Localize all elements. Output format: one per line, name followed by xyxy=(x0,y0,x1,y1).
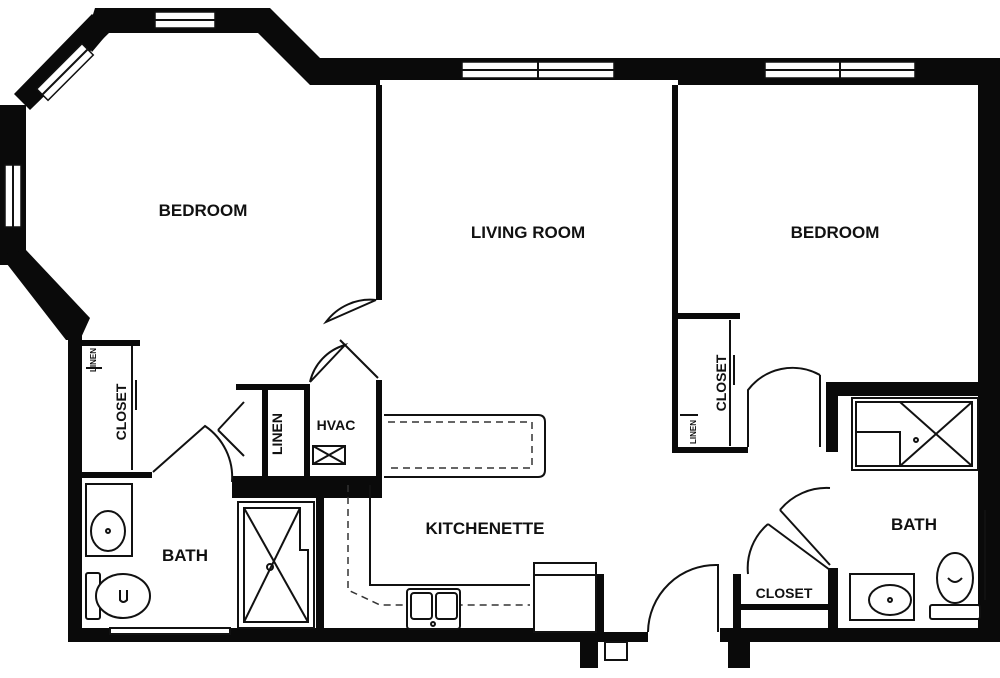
door-hall-linen xyxy=(217,401,245,457)
right-bath-sink xyxy=(849,573,915,621)
door-right-closet xyxy=(747,366,821,447)
bar-counter xyxy=(384,414,546,478)
left-bath-sink xyxy=(85,483,133,557)
room-labels: BEDROOM LIVING ROOM BEDROOM KITCHENETTE … xyxy=(89,201,937,601)
exterior-walls xyxy=(0,8,1000,668)
fixtures xyxy=(85,320,986,635)
door-bath-closet xyxy=(746,523,831,575)
bedroom-right-label: BEDROOM xyxy=(791,223,880,242)
door-entry xyxy=(647,563,719,633)
living-room-label: LIVING ROOM xyxy=(471,223,585,242)
right-bath-shower xyxy=(851,397,979,471)
linen-right-small-label: LINEN xyxy=(689,420,698,444)
windows xyxy=(4,11,916,228)
hvac-label: HVAC xyxy=(317,417,356,433)
door-left-bath xyxy=(152,424,234,483)
closet-right-label: CLOSET xyxy=(713,354,729,411)
window-diagonal xyxy=(35,42,95,102)
closet-bath-label: CLOSET xyxy=(756,585,813,601)
bedroom-left-label: BEDROOM xyxy=(159,201,248,220)
left-bath-toilet xyxy=(85,572,151,620)
refrigerator xyxy=(533,562,597,633)
interior-walls xyxy=(80,85,986,632)
bath-left-label: BATH xyxy=(162,546,208,565)
linen-left-small-label: LINEN xyxy=(89,348,98,372)
bath-right-label: BATH xyxy=(891,515,937,534)
right-bath-toilet xyxy=(929,552,981,620)
doors xyxy=(152,298,831,661)
kitchenette-label: KITCHENETTE xyxy=(426,519,545,538)
closet-left-label: CLOSET xyxy=(113,383,129,440)
door-left-bedroom xyxy=(322,298,377,325)
door-hvac xyxy=(309,343,349,383)
door-right-bath xyxy=(779,486,831,511)
kitchen-counter xyxy=(347,485,530,606)
left-bath-shower xyxy=(237,501,315,629)
linen-hall-label: LINEN xyxy=(269,413,285,455)
kitchen-sink xyxy=(406,588,461,630)
